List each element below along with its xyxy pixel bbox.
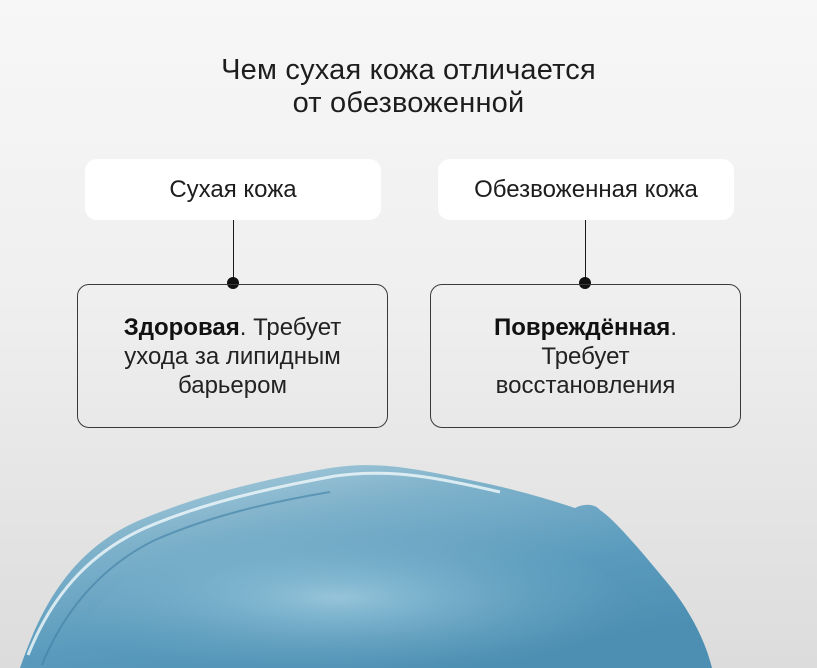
- page-title: Чем сухая кожа отличается от обезвоженно…: [0, 54, 817, 120]
- gel-swatch-image: [20, 465, 712, 668]
- connector-dot-left: [227, 277, 239, 289]
- title-line-2: от обезвоженной: [292, 87, 525, 119]
- dry-skin-description-card: Здоровая. Требует ухода за липидным барь…: [77, 284, 388, 428]
- dehydrated-skin-label: Обезвоженная кожа: [438, 159, 734, 220]
- dry-skin-keyword: Здоровая: [123, 313, 240, 341]
- dry-skin-text-3: барьером: [178, 371, 287, 399]
- dehydrated-skin-keyword: Повреждённая: [494, 313, 671, 341]
- dehydrated-skin-text-2: Требует: [541, 342, 630, 370]
- connector-line-left: [233, 220, 234, 283]
- connector-line-right: [585, 220, 586, 283]
- dehydrated-skin-description-card: Повреждённая. Требует восстановления: [430, 284, 741, 428]
- dehydrated-skin-text-3: восстановления: [495, 371, 676, 399]
- connector-dot-right: [579, 277, 591, 289]
- dry-skin-text-1: . Требует: [239, 313, 342, 341]
- title-line-1: Чем сухая кожа отличается: [221, 54, 596, 86]
- dry-skin-label: Сухая кожа: [85, 159, 381, 220]
- dehydrated-skin-description: Повреждённая. Требует восстановления: [494, 313, 677, 400]
- dry-skin-description: Здоровая. Требует ухода за липидным барь…: [124, 313, 342, 400]
- dry-skin-text-2: ухода за липидным: [124, 342, 341, 370]
- dehydrated-skin-text-1: .: [670, 313, 677, 341]
